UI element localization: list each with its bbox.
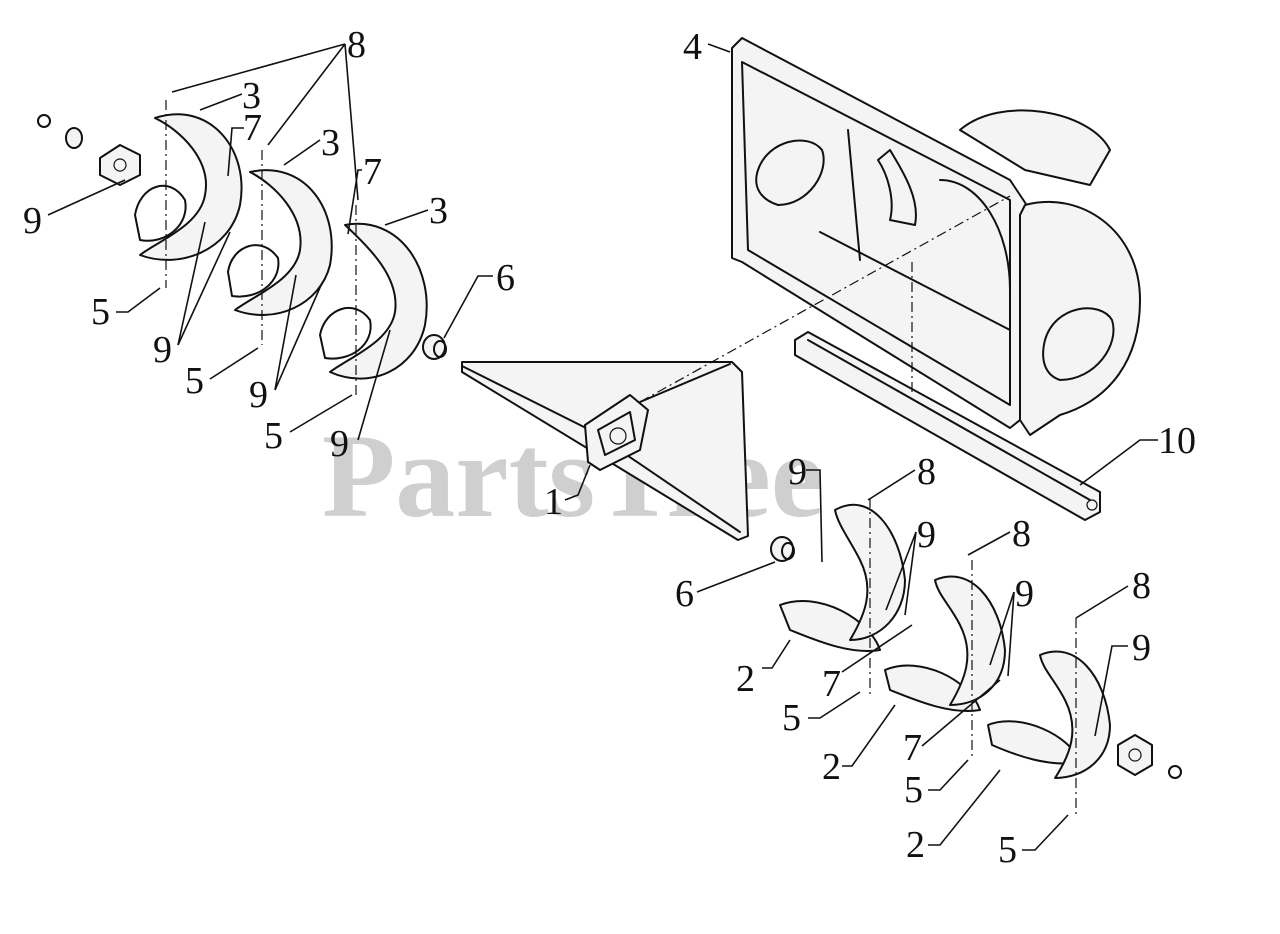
- callout-9: 9: [330, 423, 349, 465]
- callout-1: 1: [544, 481, 563, 523]
- leader-lines: [47, 43, 1158, 851]
- callout-9: 9: [1132, 627, 1151, 669]
- callout-5: 5: [904, 769, 923, 811]
- callout-7: 7: [822, 663, 841, 705]
- callout-6: 6: [675, 573, 694, 615]
- scraper-bar: [794, 331, 1101, 521]
- right-auger-flights: [779, 503, 1111, 779]
- callout-9: 9: [23, 200, 42, 242]
- callout-8: 8: [1132, 565, 1151, 607]
- callout-5: 5: [185, 360, 204, 402]
- right-end-hardware: [1117, 734, 1182, 779]
- callout-5: 5: [264, 415, 283, 457]
- callout-9: 9: [788, 451, 807, 493]
- callout-9: 9: [249, 374, 268, 416]
- callout-4: 4: [683, 26, 702, 68]
- callout-2: 2: [736, 658, 755, 700]
- callout-5: 5: [782, 697, 801, 739]
- callout-9: 9: [1015, 573, 1034, 615]
- bushing-right: [770, 536, 795, 562]
- bushing-left: [422, 334, 447, 360]
- callout-3: 3: [242, 75, 261, 117]
- callout-8: 8: [1012, 513, 1031, 555]
- gearbox: [584, 394, 649, 471]
- callout-7: 7: [243, 107, 262, 149]
- callout-5: 5: [998, 829, 1017, 871]
- callout-9: 9: [917, 514, 936, 556]
- left-auger-flights: [134, 113, 428, 380]
- callout-2: 2: [906, 824, 925, 866]
- callout-3: 3: [429, 190, 448, 232]
- callout-2: 2: [822, 746, 841, 788]
- assembly-centerlines: [165, 100, 1077, 818]
- callout-labels: 8 4 3 7 3 7 3 9 6 5 9 5 9 5 9 10 1 9 8 9…: [23, 24, 1196, 871]
- callout-6: 6: [496, 257, 515, 299]
- auger-housing: [731, 37, 1141, 436]
- left-end-hardware: [37, 114, 141, 186]
- callout-5: 5: [91, 291, 110, 333]
- callout-8: 8: [917, 451, 936, 493]
- callout-9: 9: [153, 329, 172, 371]
- callout-7: 7: [903, 727, 922, 769]
- callout-10: 10: [1158, 420, 1196, 462]
- callout-8: 8: [347, 24, 366, 66]
- callout-7: 7: [363, 151, 382, 193]
- callout-3: 3: [321, 122, 340, 164]
